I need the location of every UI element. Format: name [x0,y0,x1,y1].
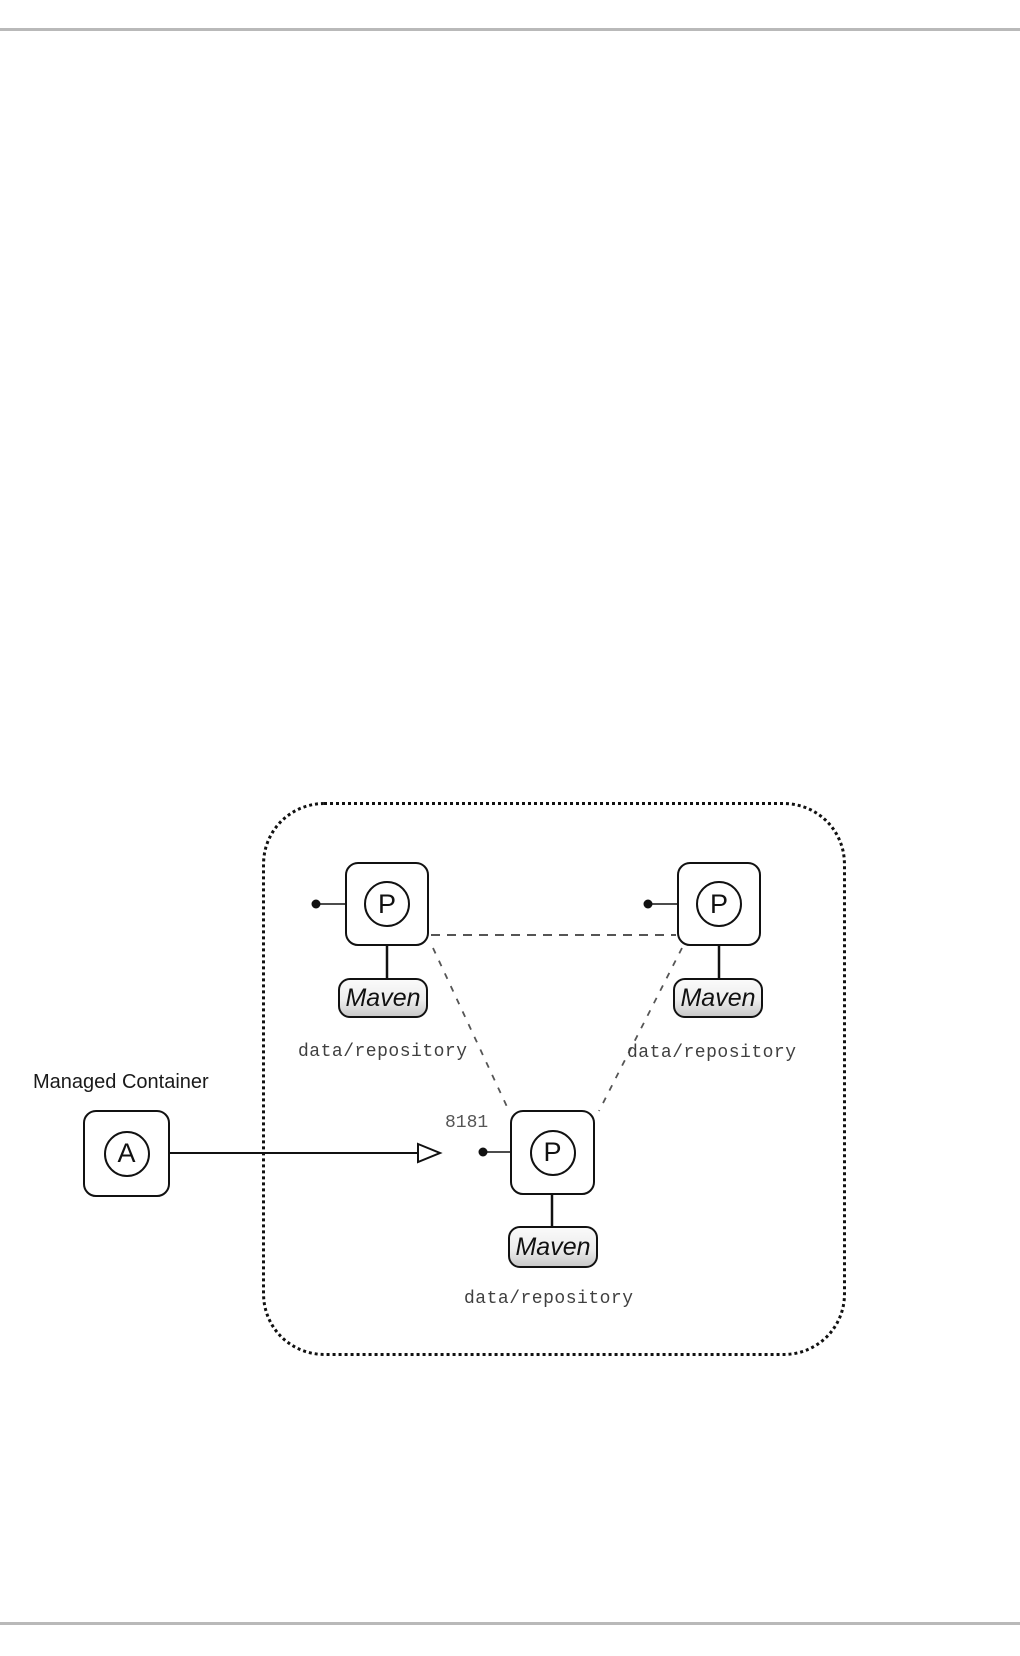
page-header-rule [0,28,1020,31]
repo-label-bottom: data/repository [464,1289,634,1309]
node-a-letter: A [117,1138,136,1168]
managed-container-node: A [83,1110,170,1197]
provision-node-bottom: P [510,1110,595,1195]
maven-box-bottom: Maven [508,1226,598,1268]
port-dot-left [311,899,321,909]
node-a-circle: A [103,1130,150,1177]
provision-node-top-right: P [677,862,761,946]
page-footer-rule [0,1622,1020,1625]
node-p-letter: P [377,888,396,919]
node-p-circle: P [696,881,742,927]
dashed-link-right-diagonal [598,947,683,1112]
port-dot-right [643,899,653,909]
dashed-link-left-diagonal [432,947,510,1112]
node-p-letter: P [709,888,728,919]
node-p-circle: P [529,1129,576,1176]
arrow-head [417,1142,443,1164]
port-dot-bottom [478,1147,488,1157]
port-number-label: 8181 [445,1113,489,1133]
cluster-boundary [262,802,846,1356]
node-p-letter: P [543,1137,562,1167]
repo-label-top-right: data/repository [627,1043,797,1063]
maven-box-top-left: Maven [338,978,428,1018]
node-p-circle: P [364,881,410,927]
managed-container-label: Managed Container [33,1071,209,1093]
provision-node-top-left: P [345,862,429,946]
repo-label-top-left: data/repository [298,1042,468,1062]
maven-box-top-right: Maven [673,978,763,1018]
